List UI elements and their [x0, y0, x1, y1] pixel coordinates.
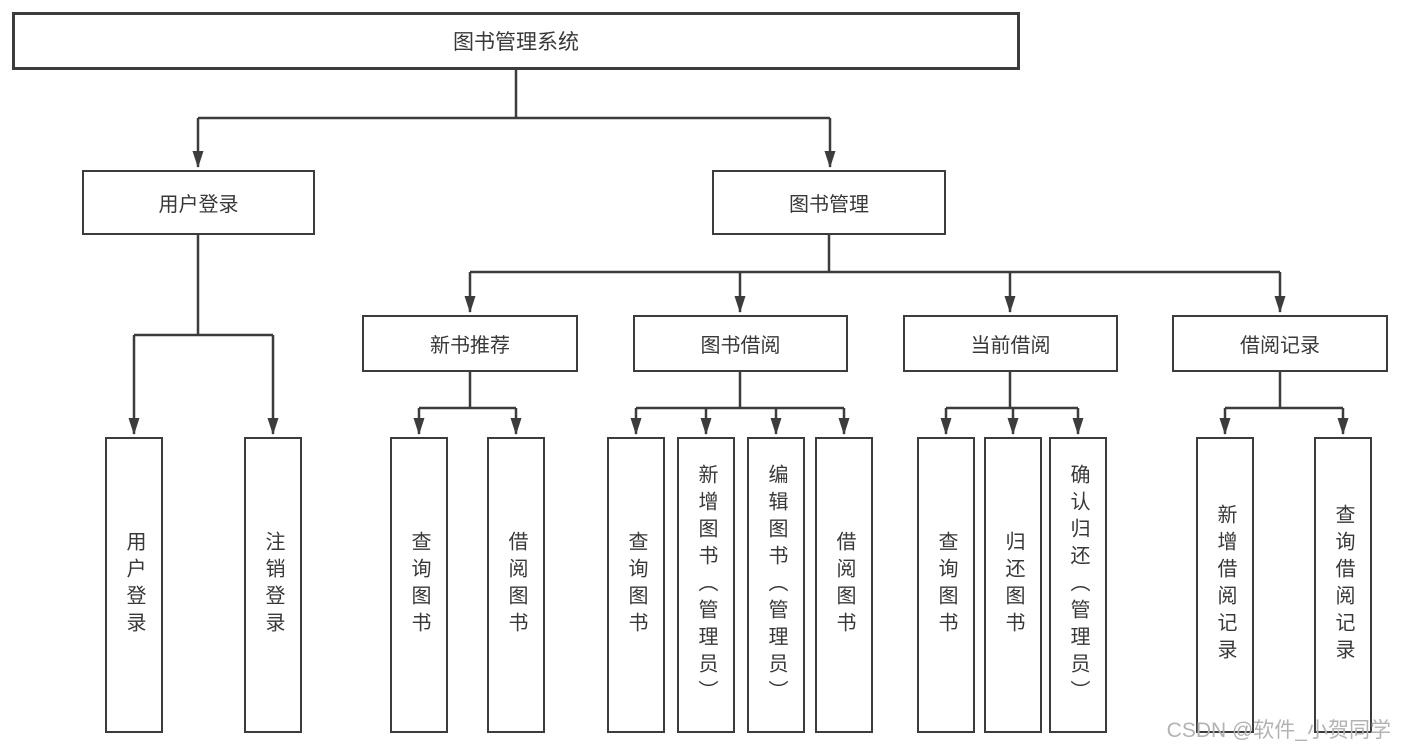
node-root: 图书管理系统: [12, 12, 1020, 70]
node-current-borrow-label: 当前借阅: [970, 335, 1051, 357]
node-user-login-label: 用户登录: [158, 194, 239, 216]
leaf-query-books-current-label: 查询图书: [935, 531, 957, 639]
leaf-borrow-books: 借阅图书: [815, 437, 873, 733]
leaf-borrow-books-label: 借阅图书: [833, 531, 855, 639]
node-borrow-records-label: 借阅记录: [1240, 335, 1320, 357]
leaf-add-borrow-record-label: 新增借阅记录: [1214, 504, 1236, 666]
leaf-return-book-label: 归还图书: [1002, 531, 1024, 639]
leaf-user-login: 用户登录: [105, 437, 163, 733]
leaf-edit-book-admin-label: 编辑图书（管理员）: [765, 463, 787, 707]
node-book-borrow: 图书借阅: [633, 315, 848, 372]
leaf-query-books-borrow-label: 查询图书: [625, 531, 647, 639]
leaf-borrow-books-recommend-label: 借阅图书: [505, 531, 527, 639]
leaf-edit-book-admin: 编辑图书（管理员）: [747, 437, 805, 733]
leaf-query-borrow-record-label: 查询借阅记录: [1332, 504, 1354, 666]
leaf-user-login-label: 用户登录: [123, 531, 145, 639]
node-new-book-recommend: 新书推荐: [362, 315, 578, 372]
leaf-confirm-return-admin-label: 确认归还（管理员）: [1067, 463, 1089, 707]
node-user-login: 用户登录: [82, 170, 315, 235]
node-book-borrow-label: 图书借阅: [700, 335, 781, 357]
leaf-query-books-recommend: 查询图书: [390, 437, 448, 733]
leaf-query-borrow-record: 查询借阅记录: [1314, 437, 1372, 733]
watermark: CSDN @软件_小贺同学: [1166, 719, 1391, 742]
node-borrow-records: 借阅记录: [1172, 315, 1388, 372]
leaf-confirm-return-admin: 确认归还（管理员）: [1049, 437, 1107, 733]
leaf-return-book: 归还图书: [984, 437, 1042, 733]
leaf-add-borrow-record: 新增借阅记录: [1196, 437, 1254, 733]
node-book-management: 图书管理: [712, 170, 946, 235]
leaf-query-books-borrow: 查询图书: [607, 437, 665, 733]
leaf-query-books-current: 查询图书: [917, 437, 975, 733]
node-new-book-recommend-label: 新书推荐: [430, 335, 510, 357]
leaf-query-books-recommend-label: 查询图书: [408, 531, 430, 639]
leaf-add-book-admin-label: 新增图书（管理员）: [695, 463, 717, 707]
leaf-borrow-books-recommend: 借阅图书: [487, 437, 545, 733]
node-book-management-label: 图书管理: [789, 194, 869, 216]
leaf-logout: 注销登录: [244, 437, 302, 733]
leaf-add-book-admin: 新增图书（管理员）: [677, 437, 735, 733]
leaf-logout-label: 注销登录: [262, 531, 284, 639]
node-current-borrow: 当前借阅: [903, 315, 1118, 372]
node-root-label: 图书管理系统: [453, 31, 579, 54]
